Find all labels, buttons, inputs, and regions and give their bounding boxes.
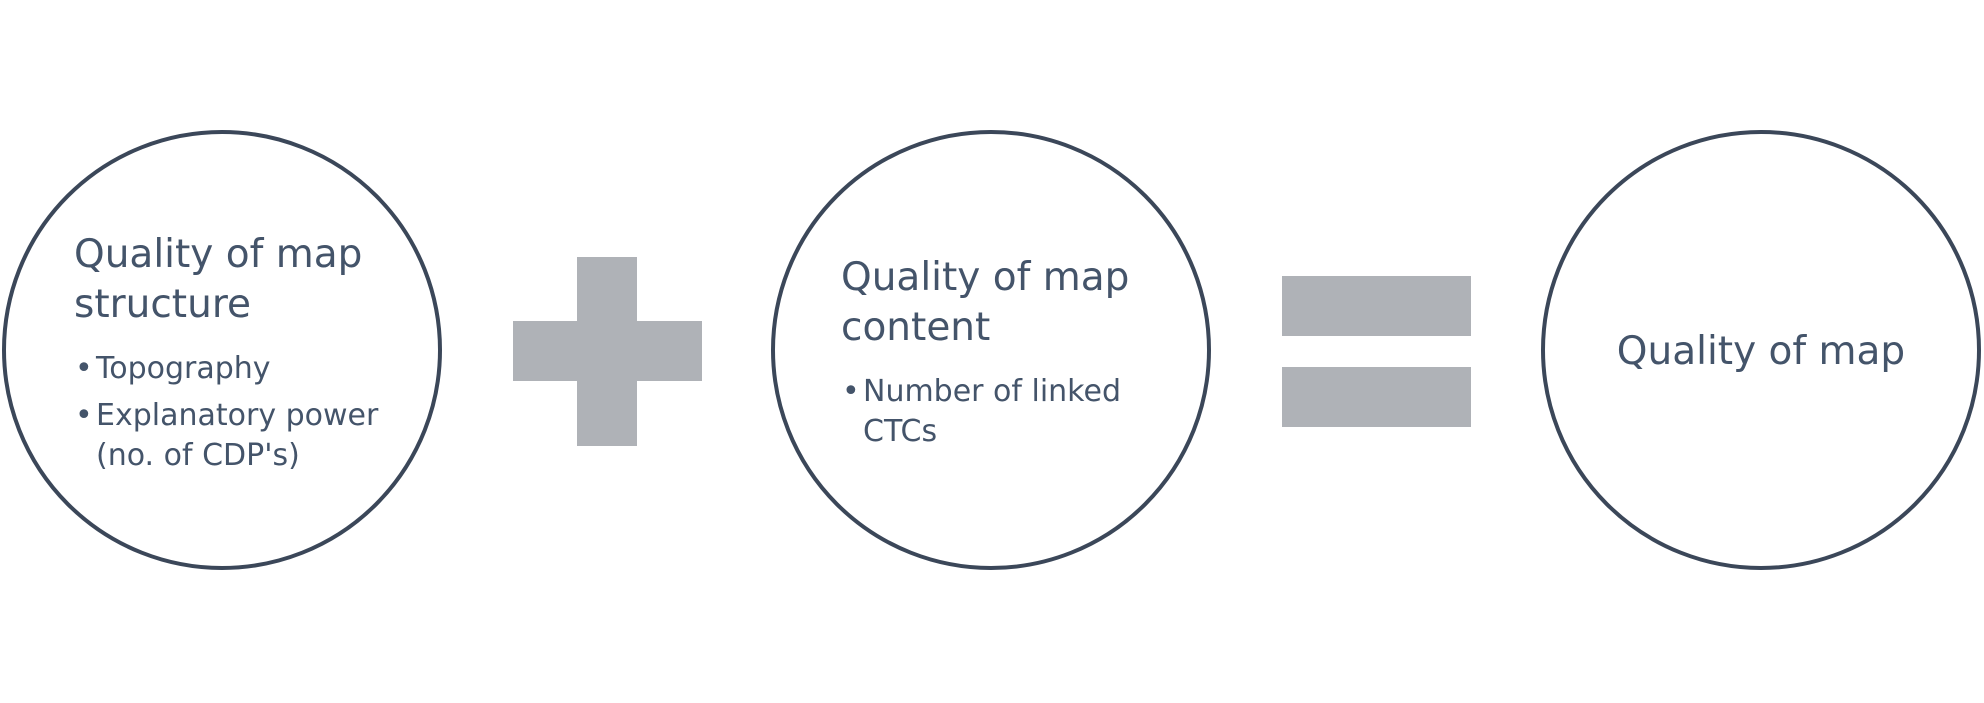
circle-title: Quality of map structure xyxy=(74,230,362,330)
bullet-text-line: Number of linked xyxy=(863,374,1121,409)
circle-title-line: Quality of map xyxy=(841,255,1130,300)
bullet-list: • Topography • Explanatory power (no. of… xyxy=(74,349,378,483)
bullet-text-line: Topography xyxy=(96,351,271,386)
circle-map-structure: Quality of map structure • Topography • … xyxy=(2,130,442,570)
circle-title-line: Quality of map xyxy=(1616,329,1906,374)
circle-title-line: content xyxy=(841,305,991,350)
circle-title-line: structure xyxy=(74,282,251,327)
bullet-dot-icon: • xyxy=(75,398,93,433)
bullet-item: • Topography xyxy=(74,349,378,389)
circle-title: Quality of map content xyxy=(841,253,1129,353)
equals-bottom-bar xyxy=(1282,367,1471,427)
bullet-dot-icon: • xyxy=(842,374,860,409)
equals-top-bar xyxy=(1282,276,1471,336)
circle-title-line: Quality of map xyxy=(74,232,363,277)
circle-map-content: Quality of map content • Number of linke… xyxy=(771,130,1211,570)
bullet-dot-icon: • xyxy=(75,351,93,386)
circle-map-quality: Quality of map xyxy=(1541,130,1981,570)
bullet-list: • Number of linked CTCs xyxy=(841,372,1121,459)
plus-horizontal-bar xyxy=(513,321,702,381)
bullet-text-line: (no. of CDP's) xyxy=(96,438,300,473)
bullet-text-line: Explanatory power xyxy=(96,398,379,433)
bullet-text-line: CTCs xyxy=(863,414,938,449)
bullet-item: • Number of linked CTCs xyxy=(841,372,1121,452)
circle-title: Quality of map xyxy=(1545,327,1977,377)
bullet-item: • Explanatory power (no. of CDP's) xyxy=(74,396,378,476)
